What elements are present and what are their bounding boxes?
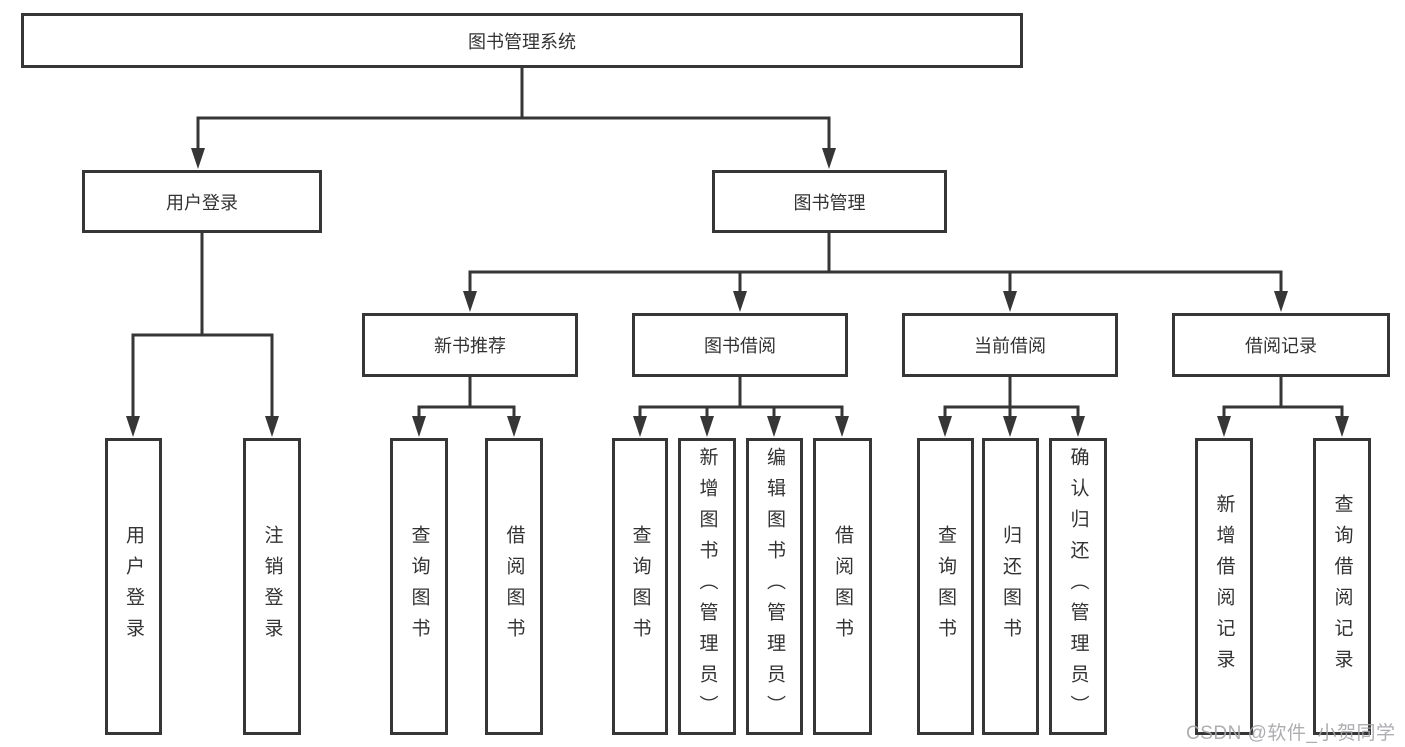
leaf-confirm-return-admin-label: 确认归还（管理员）	[1067, 447, 1089, 726]
leaf-borrowing-query-books-label: 查询图书	[629, 524, 651, 649]
leaf-recommend-borrow-books: 借阅图书	[485, 438, 543, 735]
node-new-book-recommend-label: 新书推荐	[434, 336, 506, 356]
leaf-current-query-books-label: 查询图书	[935, 524, 956, 649]
node-root: 图书管理系统	[21, 13, 1023, 68]
node-book-management: 图书管理	[712, 170, 947, 233]
leaf-recommend-query-books-label: 查询图书	[408, 524, 430, 649]
leaf-confirm-return-admin: 确认归还（管理员）	[1049, 438, 1107, 735]
leaf-query-borrow-record: 查询借阅记录	[1313, 438, 1371, 735]
node-root-label: 图书管理系统	[468, 31, 576, 52]
leaf-query-borrow-record-label: 查询借阅记录	[1331, 493, 1353, 680]
csdn-watermark: CSDN @软件_小贺同学	[1186, 723, 1396, 744]
leaf-borrow-books: 借阅图书	[813, 438, 872, 735]
node-user-login: 用户登录	[82, 170, 322, 233]
leaf-return-books-label: 归还图书	[1000, 524, 1021, 649]
node-user-login-label: 用户登录	[166, 192, 238, 213]
node-book-borrowing-label: 图书借阅	[704, 336, 776, 356]
leaf-recommend-borrow-books-label: 借阅图书	[503, 524, 525, 649]
node-borrowing-records-label: 借阅记录	[1245, 336, 1317, 356]
node-book-borrowing: 图书借阅	[632, 313, 848, 377]
leaf-borrow-books-label: 借阅图书	[832, 524, 853, 649]
leaf-add-borrow-record: 新增借阅记录	[1195, 438, 1253, 735]
leaf-user-login: 用户登录	[105, 438, 162, 735]
leaf-current-query-books: 查询图书	[917, 438, 974, 735]
leaf-user-login-label: 用户登录	[123, 524, 144, 649]
leaf-edit-books-admin-label: 编辑图书（管理员）	[764, 447, 785, 726]
leaf-logout-label: 注销登录	[261, 524, 283, 649]
node-borrowing-records: 借阅记录	[1172, 313, 1390, 377]
node-current-borrowing: 当前借阅	[902, 313, 1118, 377]
leaf-recommend-query-books: 查询图书	[390, 438, 448, 735]
leaf-add-borrow-record-label: 新增借阅记录	[1213, 493, 1235, 680]
leaf-add-books-admin-label: 新增图书（管理员）	[696, 447, 718, 726]
leaf-add-books-admin: 新增图书（管理员）	[678, 438, 736, 735]
node-book-management-label: 图书管理	[793, 192, 866, 213]
node-new-book-recommend: 新书推荐	[362, 313, 578, 377]
leaf-borrowing-query-books: 查询图书	[612, 438, 668, 735]
leaf-return-books: 归还图书	[982, 438, 1039, 735]
node-current-borrowing-label: 当前借阅	[974, 336, 1046, 356]
leaf-edit-books-admin: 编辑图书（管理员）	[746, 438, 803, 735]
leaf-logout: 注销登录	[243, 438, 301, 735]
